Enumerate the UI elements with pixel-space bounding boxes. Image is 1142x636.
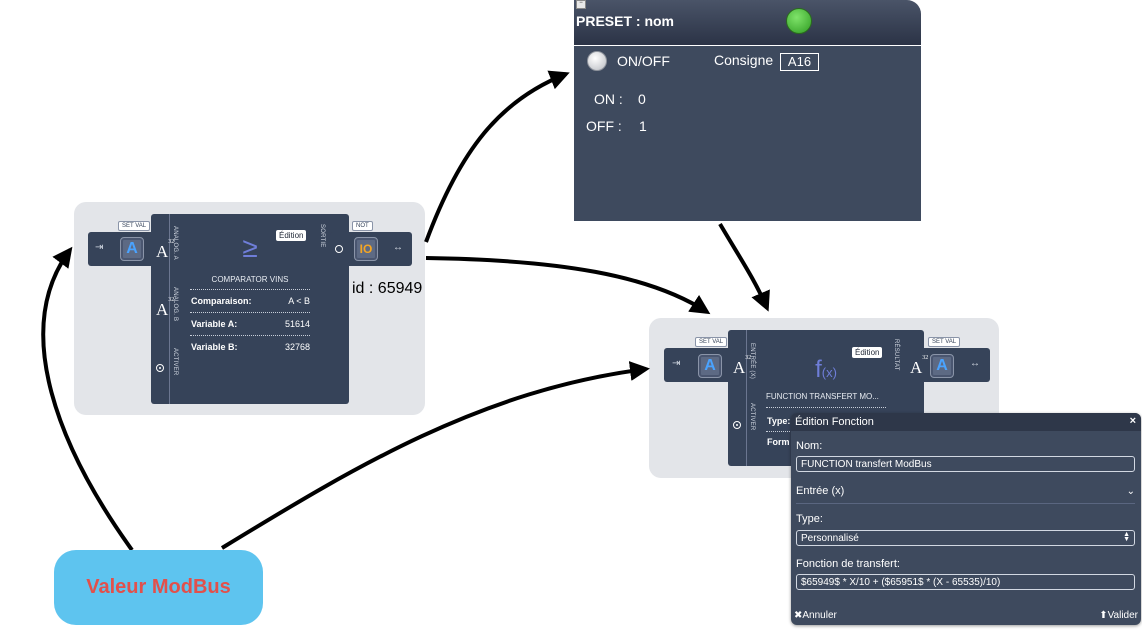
type-label: Type: <box>796 513 823 525</box>
activer-label: ACTIVER <box>749 403 755 431</box>
activer-radio[interactable] <box>156 364 164 372</box>
comparator-title: COMPARATOR VINS <box>211 275 289 284</box>
analog-b-symbol: A32 <box>156 297 175 319</box>
set-val-tile[interactable]: A <box>698 354 722 378</box>
row-label-variable-b: Variable B: <box>191 342 238 352</box>
consigne-value[interactable]: A16 <box>780 53 819 71</box>
upload-icon: ⬆ <box>1099 610 1108 621</box>
activer-radio[interactable] <box>733 421 741 429</box>
io-tile[interactable]: IO <box>354 237 378 261</box>
analog-a-label: ANALOG. A <box>172 226 178 260</box>
arrow-preset-to-function <box>718 222 770 312</box>
arrow-comparator-to-function <box>425 256 711 315</box>
comparator-symbol: ≥ <box>242 232 258 263</box>
preset-body <box>574 46 921 221</box>
dialog-header <box>791 413 1141 431</box>
arrow-comparator-to-preset <box>424 70 570 243</box>
function-title: FUNCTION TRANSFERT MO... <box>766 392 879 401</box>
resultat-label: RÉSULTAT <box>893 339 899 371</box>
not-tag: NOT <box>352 221 373 231</box>
row-value-comparaison: A < B <box>288 296 310 306</box>
function-left-strip <box>728 330 747 466</box>
function-type-label: Type: <box>767 416 791 426</box>
edition-fonction-dialog: Édition Fonction × Nom: FUNCTION transfe… <box>791 413 1141 625</box>
input-arrow-icon: ⇥ <box>672 358 681 369</box>
set-val-tag: SET VAL <box>118 221 151 231</box>
collapse-icon[interactable]: − <box>576 0 586 9</box>
set-val-tag: SET VAL <box>695 337 728 347</box>
row-value-variable-a: 51614 <box>284 319 310 329</box>
on-value: 0 <box>638 91 646 107</box>
preset-header <box>574 0 921 45</box>
onoff-toggle[interactable] <box>587 51 607 71</box>
onoff-label: ON/OFF <box>617 53 670 69</box>
output-arrow-icon: ↔ <box>970 358 980 369</box>
function-form-label: Form <box>767 437 790 447</box>
chevron-down-icon[interactable]: ⌄ <box>1126 486 1135 497</box>
input-arrow-icon: ⇥ <box>95 242 104 253</box>
valeur-modbus-label: Valeur ModBus <box>86 576 231 598</box>
divider <box>190 312 310 313</box>
select-arrows-icon: ▲▼ <box>1123 531 1130 543</box>
set-val-tag: SET VAL <box>928 337 961 347</box>
dialog-title: Édition Fonction <box>795 416 874 428</box>
fonction-label: Fonction de transfert: <box>796 558 900 570</box>
comparator-left-strip <box>151 214 170 404</box>
row-label-comparaison: Comparaison: <box>191 296 252 306</box>
row-label-variable-a: Variable A: <box>191 319 238 329</box>
entree-select[interactable]: Entrée (x) <box>796 485 845 497</box>
cancel-button[interactable]: ✖Annuler <box>794 610 837 621</box>
edit-button[interactable]: Édition <box>276 230 307 241</box>
on-label: ON : <box>594 91 623 107</box>
preset-panel: − PRESET : nom ON/OFF Consigne A16 ON : … <box>574 0 921 221</box>
nom-input[interactable]: FUNCTION transfert ModBus <box>796 456 1135 472</box>
fonction-input[interactable]: $65949$ * X/10 + ($65951$ * (X - 65535)/… <box>796 574 1135 590</box>
off-value: 1 <box>639 118 647 134</box>
entree-symbol: A32 <box>733 355 752 377</box>
set-val-tile-output[interactable]: A <box>930 354 954 378</box>
nom-label: Nom: <box>796 440 823 452</box>
module-id-label: id : 65949 <box>352 280 423 297</box>
sortie-radio[interactable] <box>335 245 343 253</box>
divider <box>766 431 790 432</box>
sortie-label: SORTIE <box>319 224 325 248</box>
type-select[interactable]: Personnalisé ▲▼ <box>796 530 1135 546</box>
edit-button[interactable]: Édition <box>852 347 883 358</box>
close-icon[interactable]: × <box>1129 415 1136 427</box>
valeur-modbus-node[interactable]: Valeur ModBus <box>54 550 263 625</box>
row-value-variable-b: 32768 <box>284 342 310 352</box>
set-val-tile[interactable]: A <box>120 237 144 261</box>
close-icon: ✖ <box>794 610 803 621</box>
off-label: OFF : <box>586 118 622 134</box>
function-symbol: f(x) <box>815 356 837 383</box>
output-arrow-icon: ↔ <box>393 242 403 253</box>
validate-button[interactable]: ⬆Valider <box>1099 610 1138 621</box>
analog-b-label: ANALOG. B <box>172 287 178 322</box>
divider <box>190 335 310 336</box>
preset-title: PRESET : nom <box>576 13 675 29</box>
resultat-symbol: A32 <box>910 355 929 377</box>
divider <box>796 503 1135 504</box>
activer-label: ACTIVER <box>172 348 178 376</box>
analog-a-symbol: A32 <box>156 239 175 261</box>
divider <box>766 407 886 408</box>
type-select-value: Personnalisé <box>801 533 859 544</box>
divider <box>190 289 310 290</box>
status-led-icon <box>786 8 812 34</box>
entree-label: ENTRÉE (X) <box>749 343 755 380</box>
consigne-label: Consigne <box>714 52 774 68</box>
